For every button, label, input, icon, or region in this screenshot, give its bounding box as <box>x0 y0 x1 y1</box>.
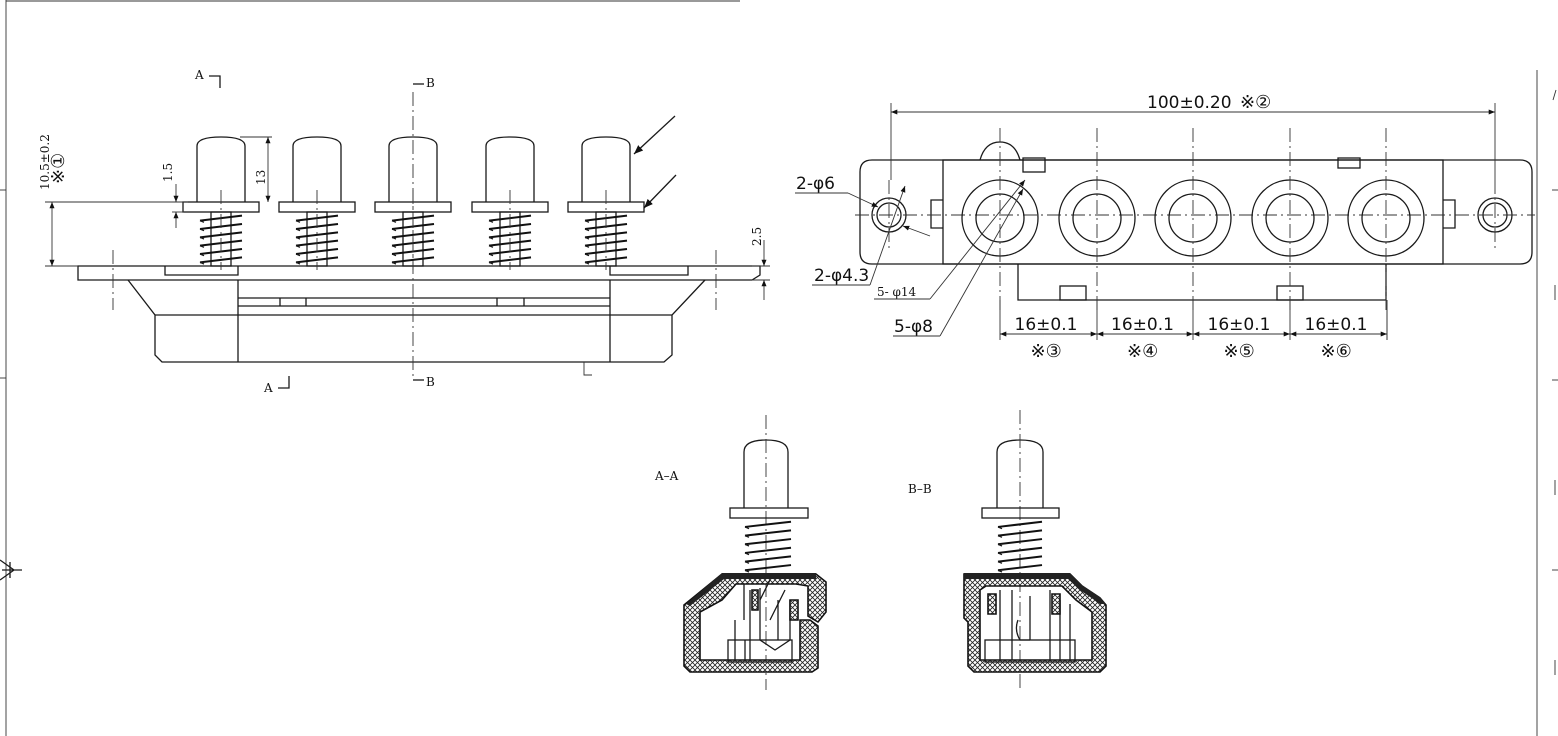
ring-3 <box>1154 128 1232 312</box>
dim-total-length: 100±0.20 <box>1147 93 1232 113</box>
section-marker-a-top: A <box>194 68 204 82</box>
top-view: 100±0.20 ※② 2-φ6 2-φ4.3 5- φ14 5-φ8 16±0… <box>795 92 1535 362</box>
dim-pitch-2: 16±0.1 <box>1111 315 1174 335</box>
dim-pitch-note-1: ※③ <box>1031 341 1062 362</box>
dim-pitch-note-3: ※⑤ <box>1224 341 1255 362</box>
dim-plate-thickness: 2.5 <box>750 227 764 246</box>
section-marker-b-top: B <box>426 76 435 90</box>
front-view: A A B B 10.5±0.2 ※① 13 1.5 <box>38 68 770 395</box>
section-marker-a-bottom: A <box>263 381 273 395</box>
section-aa: A–A <box>654 415 827 690</box>
dim-total-note: ※② <box>1240 92 1271 113</box>
section-bb: B–B <box>908 410 1107 690</box>
label-ring-outer: 5- φ14 <box>877 285 917 299</box>
section-aa-label: A–A <box>654 469 679 483</box>
dim-overall-height: 10.5±0.2 <box>38 134 52 190</box>
ring-5 <box>1347 128 1425 312</box>
section-bb-label: B–B <box>908 482 932 496</box>
button-1 <box>182 136 260 270</box>
sheet-arrow-icon <box>0 559 22 581</box>
section-marker-b-bottom: B <box>426 375 435 389</box>
label-ring-inner: 5-φ8 <box>894 317 933 337</box>
button-4 <box>471 136 549 270</box>
dim-overall-note: ※① <box>48 153 69 184</box>
dim-pitch-note-4: ※⑥ <box>1321 341 1352 362</box>
button-2 <box>278 136 356 270</box>
label-small-hole: 2-φ4.3 <box>814 266 869 286</box>
dim-cap-height: 13 <box>254 170 268 185</box>
ring-2 <box>1058 128 1136 312</box>
dim-pitch-4: 16±0.1 <box>1305 315 1368 335</box>
dim-flange-thickness: 1.5 <box>161 163 175 182</box>
label-mount-hole: 2-φ6 <box>796 174 835 194</box>
dim-pitch-3: 16±0.1 <box>1208 315 1271 335</box>
button-5 <box>567 136 645 270</box>
dim-pitch-1: 16±0.1 <box>1015 315 1078 335</box>
button-3 <box>374 136 452 270</box>
dim-pitch-note-2: ※④ <box>1127 341 1158 362</box>
ring-4 <box>1251 128 1329 312</box>
ring-1 <box>961 128 1039 312</box>
